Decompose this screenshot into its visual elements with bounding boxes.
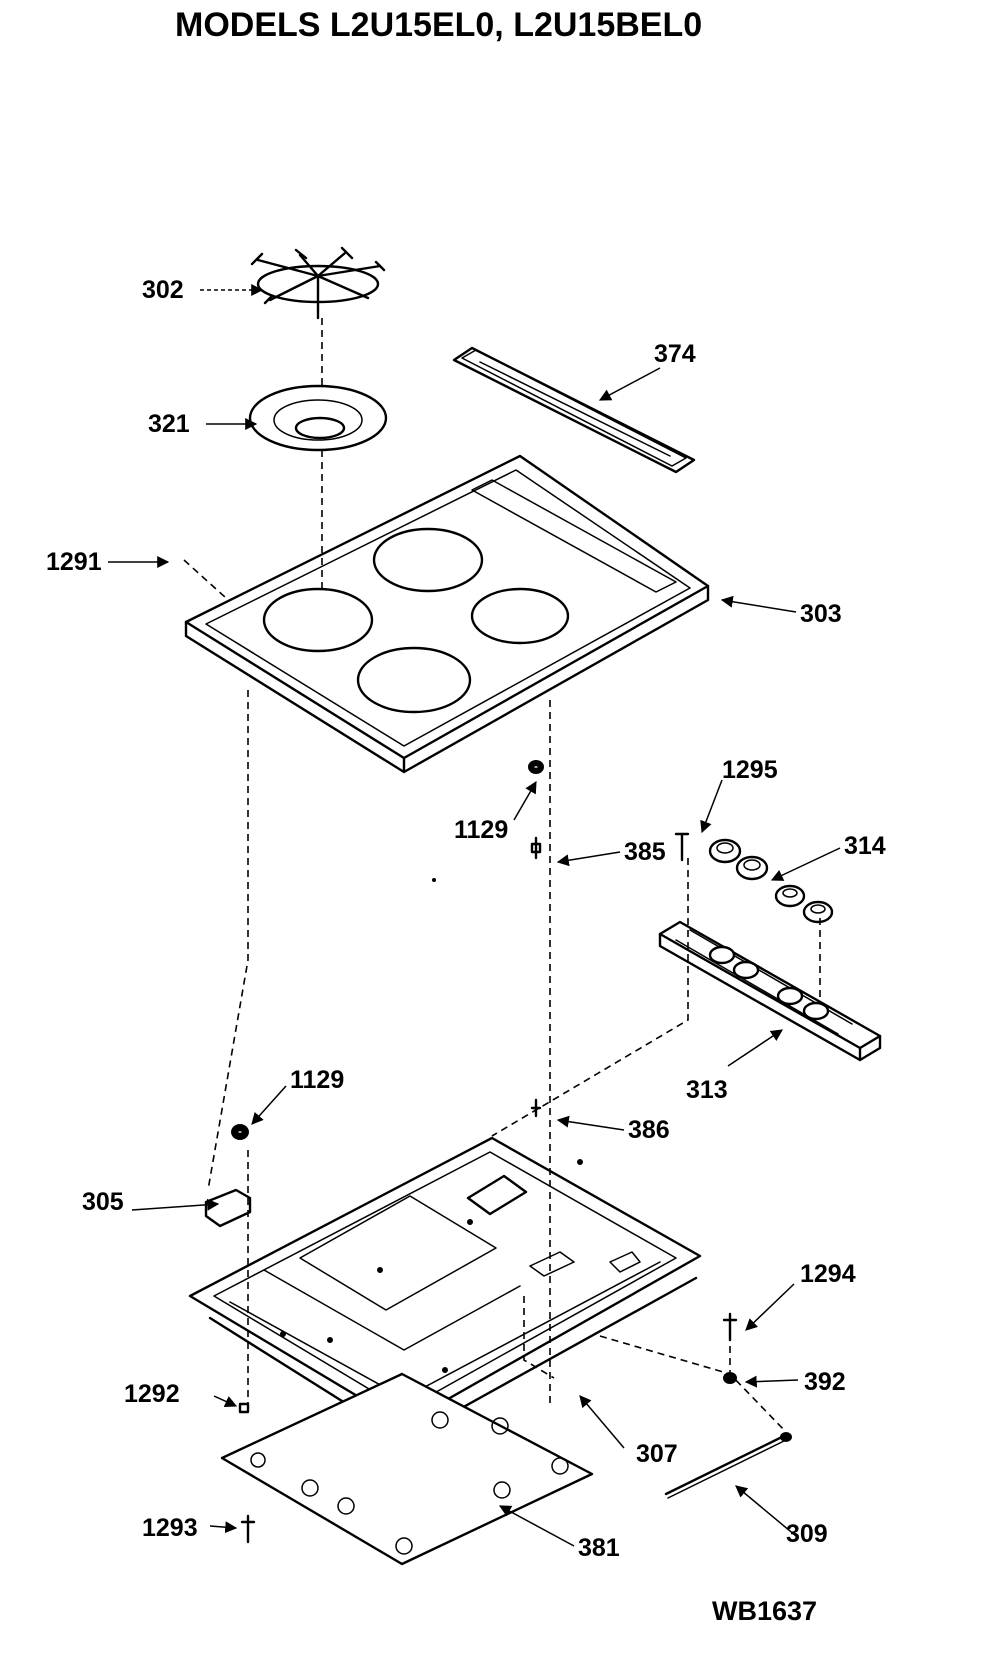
assembly-lines	[183, 318, 821, 1433]
hardware-stack	[231, 760, 544, 1140]
label-381: 381	[578, 1534, 620, 1562]
part-381-bottom-cover	[220, 1372, 594, 1566]
part-1294-screw	[722, 1312, 738, 1342]
part-1292-screw	[238, 1402, 250, 1414]
burner-opening-rear-left	[372, 527, 484, 593]
label-309: 309	[786, 1520, 828, 1548]
label-1129-lower: 1129	[290, 1066, 344, 1094]
diagram-title: MODELS L2U15EL0, L2U15BEL0	[175, 6, 702, 44]
label-385: 385	[624, 838, 666, 866]
burner-opening-rear-right	[470, 587, 570, 645]
part-309-rod	[664, 1432, 792, 1499]
label-314: 314	[844, 832, 886, 860]
label-302: 302	[142, 276, 184, 304]
part-313-control-panel	[658, 920, 882, 1062]
part-307-burner-box	[188, 1136, 702, 1442]
part-1293-screw	[240, 1514, 256, 1544]
part-392-nut	[723, 1372, 737, 1384]
label-1293: 1293	[142, 1514, 198, 1542]
stray-dot	[432, 878, 436, 882]
part-302-burner-grate	[250, 246, 386, 320]
burner-opening-front-right	[356, 646, 472, 714]
part-305-clip	[204, 1188, 252, 1228]
drawing-code: WB1637	[712, 1596, 817, 1626]
label-321: 321	[148, 410, 190, 438]
label-1295: 1295	[722, 756, 778, 784]
label-386: 386	[628, 1116, 670, 1144]
part-314-knobs	[708, 838, 834, 924]
label-374: 374	[654, 340, 696, 368]
part-321-drip-pan	[248, 384, 388, 452]
burner-opening-front-left	[262, 587, 374, 653]
label-1292: 1292	[124, 1380, 180, 1408]
label-313: 313	[686, 1076, 728, 1104]
part-labels: 302 374 321 1291 303 1129 1295 385 314 3…	[46, 276, 886, 1562]
label-305: 305	[82, 1188, 124, 1216]
label-307: 307	[636, 1440, 678, 1468]
part-1295-screw	[674, 832, 690, 862]
label-1291: 1291	[46, 548, 102, 576]
label-1294: 1294	[800, 1260, 856, 1288]
part-374-vent-trim	[452, 346, 696, 474]
part-303-cooktop	[184, 454, 710, 774]
label-392: 392	[804, 1368, 846, 1396]
leader-arrows	[108, 284, 841, 1547]
label-303: 303	[800, 600, 842, 628]
label-1129-upper: 1129	[454, 816, 508, 844]
